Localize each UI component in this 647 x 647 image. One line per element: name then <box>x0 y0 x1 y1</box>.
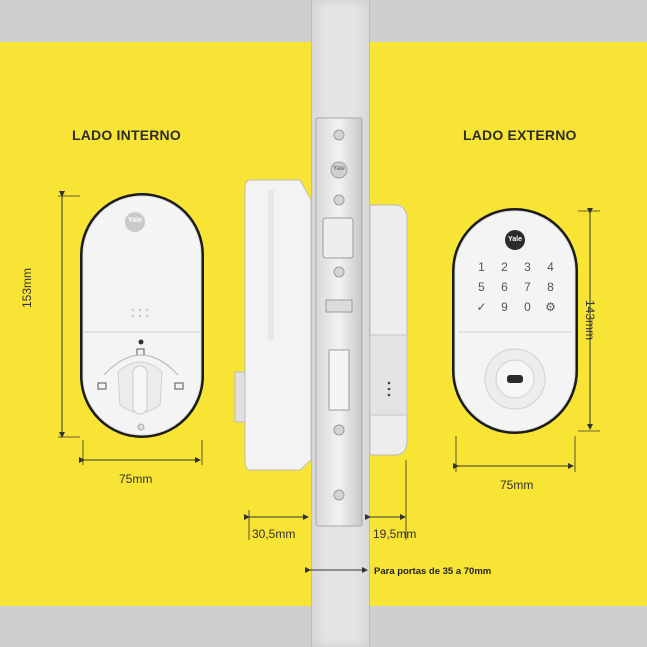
outside-lock-unit <box>452 208 578 434</box>
keypad-key[interactable]: 6 <box>501 280 508 294</box>
keypad-key[interactable]: 2 <box>501 260 508 274</box>
outside-depth-label: 19,5mm <box>373 527 417 541</box>
inside-lock-unit <box>80 193 204 438</box>
brand-faceplate: Yale <box>332 166 345 172</box>
yale-logo-outside <box>505 230 525 250</box>
inside-height-label: 153mm <box>20 267 34 308</box>
yale-logo-inside <box>125 212 145 232</box>
brand-inside: Yale <box>127 217 142 224</box>
outside-width-label: 75mm <box>500 478 534 492</box>
inside-width-label: 75mm <box>119 472 153 486</box>
door-thickness-note: Para portas de 35 a 70mm <box>374 566 492 577</box>
keypad-key[interactable]: 7 <box>524 280 531 294</box>
inside-depth-label: 30,5mm <box>252 527 296 541</box>
keypad-key[interactable]: 8 <box>547 280 554 294</box>
keypad-confirm-key[interactable]: ✓ <box>476 300 487 314</box>
keypad-key[interactable]: 3 <box>524 260 531 274</box>
side-view-lock <box>234 117 408 527</box>
latch-bolt <box>322 217 354 259</box>
keypad-settings-key[interactable]: ⚙ <box>545 300 556 314</box>
deadbolt-slot <box>328 349 350 411</box>
keypad-key[interactable]: 0 <box>524 300 531 314</box>
outside-title: LADO EXTERNO <box>463 127 577 143</box>
keypad: 1 2 3 4 5 6 7 8 ✓ 9 0 ⚙ <box>470 260 562 314</box>
brand-outside: Yale <box>507 236 522 243</box>
keypad-key[interactable]: 5 <box>478 280 485 294</box>
keypad-key[interactable]: 9 <box>501 300 508 314</box>
yale-logo-faceplate <box>330 161 348 179</box>
keypad-key[interactable]: 4 <box>547 260 554 274</box>
keypad-key[interactable]: 1 <box>478 260 485 274</box>
outside-height-label: 143mm <box>583 300 597 341</box>
mortise-faceplate <box>315 117 363 527</box>
inside-title: LADO INTERNO <box>72 127 181 143</box>
keyhole <box>507 375 523 383</box>
